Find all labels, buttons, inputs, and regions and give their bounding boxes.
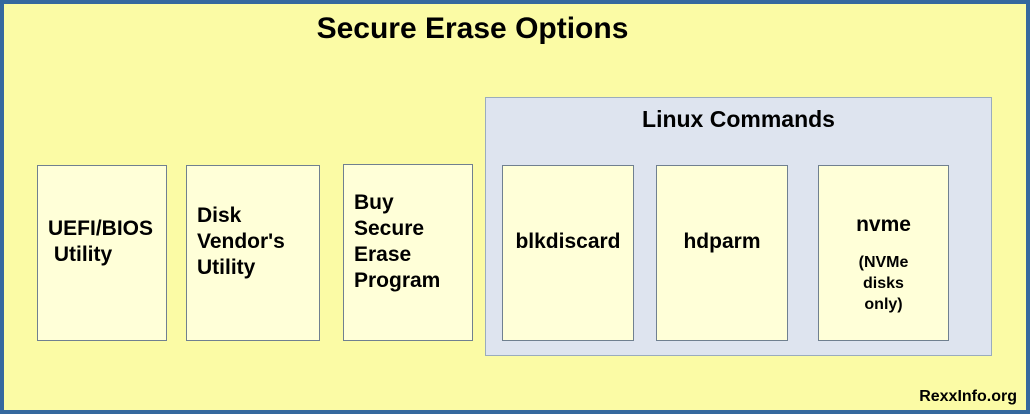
command-box-blkdiscard: blkdiscard [502,165,634,341]
command-box-note: (NVMe disks only) [858,253,909,313]
command-box-nvme: nvme (NVMe disks only) [818,165,949,341]
command-box-label: blkdiscard [515,230,621,253]
option-box-label: UEFI/BIOS Utility [48,217,154,266]
option-box-label: Buy Secure Erase Program [354,190,441,292]
command-box-hdparm: hdparm [656,165,788,341]
option-box-buy-secure-erase-program: Buy Secure Erase Program [343,164,473,341]
option-box-label: Disk Vendor's Utility [197,204,285,279]
site-credit: RexxInfo.org [919,387,1017,405]
command-box-label: hdparm [683,230,761,253]
command-box-label: nvme [856,212,911,236]
diagram-title: Secure Erase Options [316,12,629,45]
linux-commands-group-title: Linux Commands [642,106,835,132]
option-box-uefi-bios-utility: UEFI/BIOS Utility [37,165,167,341]
option-box-disk-vendors-utility: Disk Vendor's Utility [186,165,320,341]
